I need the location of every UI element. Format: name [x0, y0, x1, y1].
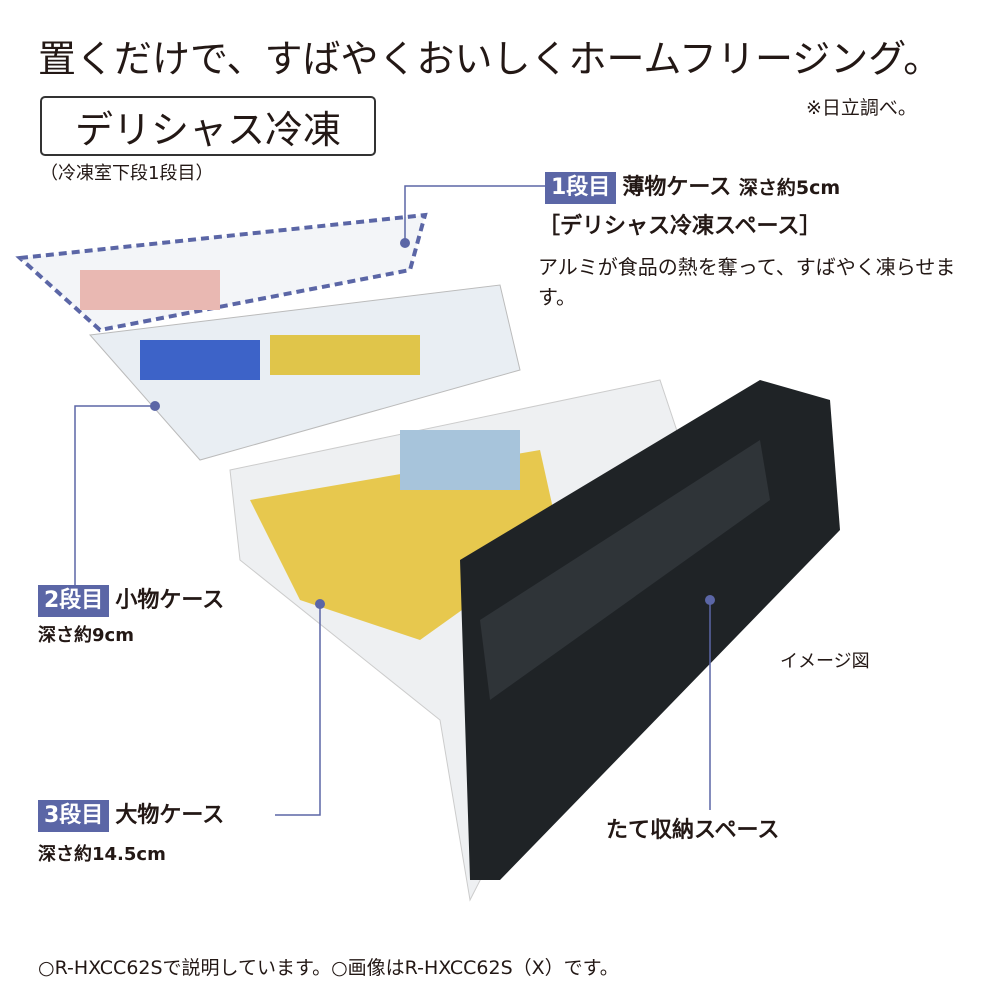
- vertical-storage-label: たて収納スペース: [606, 818, 780, 843]
- food-blue-tray: [140, 340, 260, 380]
- tier3-tag: 3段目: [38, 800, 110, 832]
- tier2-label: 2段目小物ケース: [38, 585, 224, 617]
- tier1-description: アルミが食品の熱を奪って、すばやく凍らせます。: [538, 255, 956, 309]
- image-label: イメージ図: [780, 651, 870, 672]
- tier1-tag: 1段目: [545, 172, 617, 204]
- tier1-depth: 深さ約5cm: [738, 177, 841, 199]
- food-corn: [270, 335, 420, 375]
- door-reflection: [480, 440, 770, 700]
- source-note: ※日立調べ。: [806, 97, 917, 119]
- tier3-pointer-line: [275, 604, 321, 816]
- tier1-space: ［デリシャス冷凍スペース］: [538, 214, 822, 239]
- tier2-pointer-line: [74, 405, 155, 585]
- headline: 置くだけで、すばやくおいしくホームフリージング。: [38, 37, 942, 81]
- brand-title: デリシャス冷凍: [40, 96, 376, 156]
- tier2-tag: 2段目: [38, 585, 110, 617]
- food-meat: [80, 270, 220, 310]
- tier3-name: 大物ケース: [115, 803, 225, 828]
- brand-subtitle: （冷凍室下段1段目）: [40, 163, 214, 184]
- tier2-name: 小物ケース: [115, 588, 225, 613]
- tier3-label: 3段目大物ケース: [38, 800, 224, 832]
- tier1-label: 1段目薄物ケース 深さ約5cm: [545, 172, 840, 204]
- food-bag: [400, 430, 520, 490]
- footer-note: ○R-HXCC62Sで説明しています。○画像はR-HXCC62S（X）です。: [38, 957, 619, 979]
- tier1-pointer-line: [404, 185, 545, 243]
- tier3-depth: 深さ約14.5cm: [38, 844, 166, 865]
- tier1-name: 薄物ケース: [622, 175, 732, 200]
- tier2-depth: 深さ約9cm: [38, 625, 134, 646]
